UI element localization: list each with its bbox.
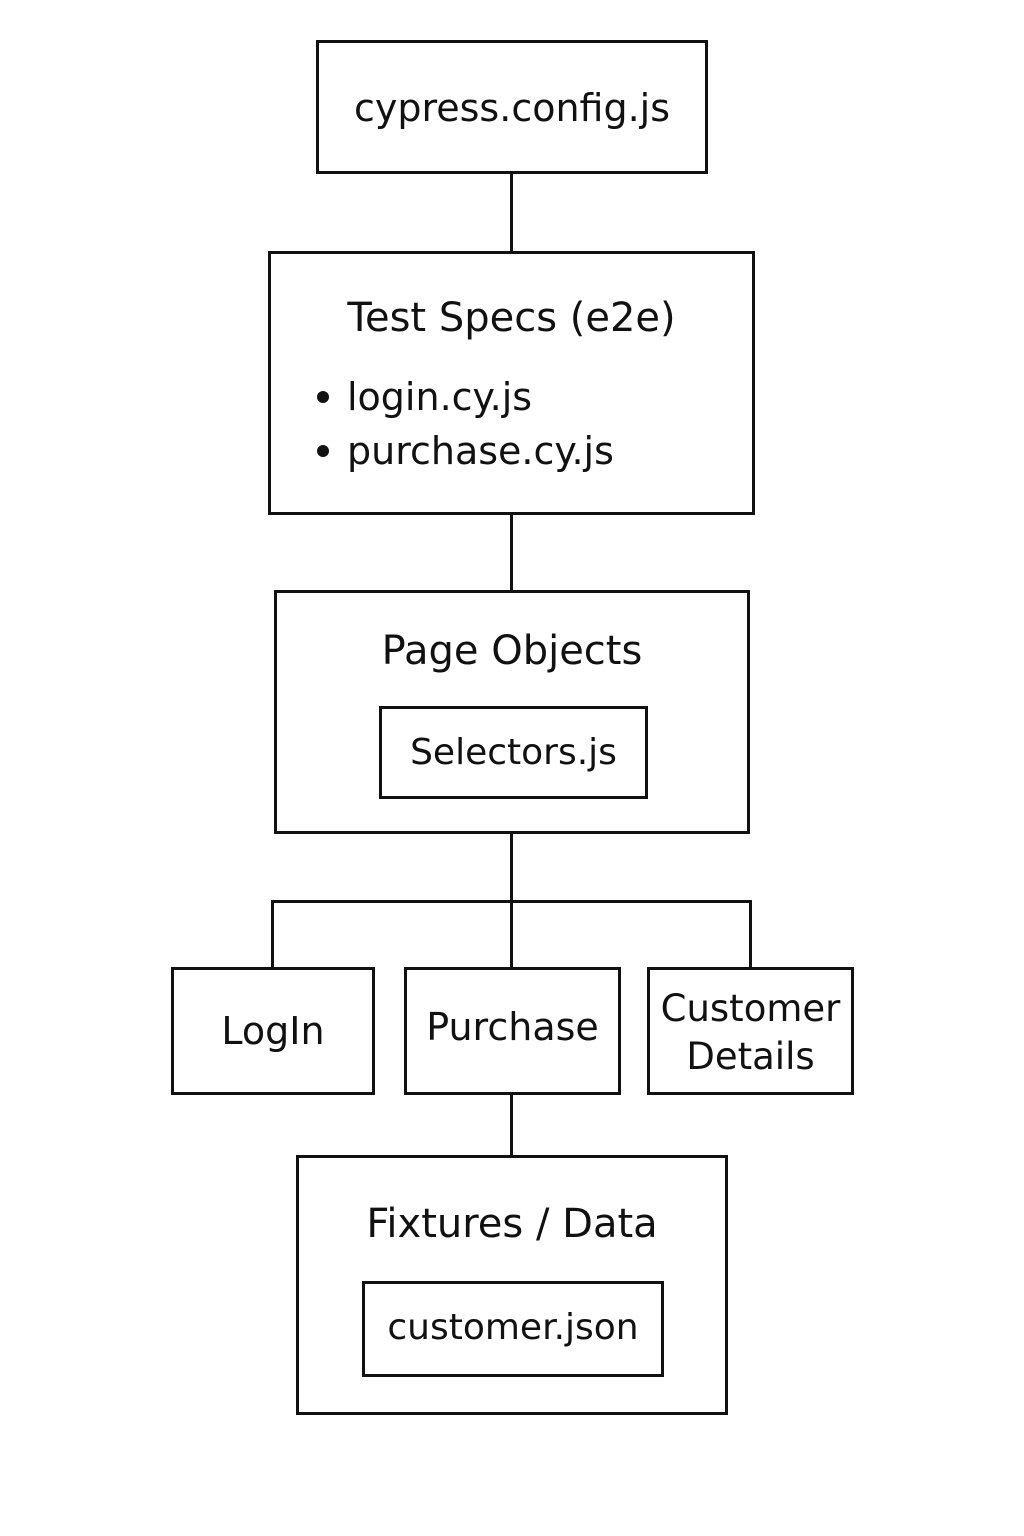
bullet-icon xyxy=(317,390,329,403)
connector-purchase-to-fixtures xyxy=(510,1093,513,1157)
config-box: cypress.config.js xyxy=(316,40,708,174)
fixtures-title: Fixtures / Data xyxy=(366,1201,658,1247)
connector-branch-customer-details xyxy=(749,900,752,969)
connector-page-objects-trunk xyxy=(510,832,513,902)
page-objects-box: Page Objects Selectors.js xyxy=(274,590,750,834)
login-page-label: LogIn xyxy=(221,1009,325,1053)
test-specs-list: login.cy.js purchase.cy.js xyxy=(317,370,614,478)
test-spec-item-label: purchase.cy.js xyxy=(347,429,614,473)
purchase-page-label: Purchase xyxy=(426,1005,599,1049)
bullet-icon xyxy=(317,444,329,457)
test-spec-item-label: login.cy.js xyxy=(347,375,533,419)
purchase-page-box: Purchase xyxy=(404,967,621,1095)
test-specs-title: Test Specs (e2e) xyxy=(347,295,676,341)
test-spec-item: purchase.cy.js xyxy=(317,424,614,478)
selectors-label: Selectors.js xyxy=(410,732,617,773)
connector-branch-purchase xyxy=(510,900,513,969)
customer-details-label-line2: Details xyxy=(686,1035,815,1078)
customer-details-label-line1: Customer xyxy=(660,987,841,1030)
page-objects-title: Page Objects xyxy=(381,628,643,674)
fixtures-box: Fixtures / Data customer.json xyxy=(296,1155,728,1415)
customer-details-box: Customer Details xyxy=(647,967,854,1095)
customer-json-label: customer.json xyxy=(387,1307,639,1348)
test-spec-item: login.cy.js xyxy=(317,370,614,424)
customer-json-box: customer.json xyxy=(362,1281,664,1377)
test-specs-box: Test Specs (e2e) login.cy.js purchase.cy… xyxy=(268,251,755,515)
selectors-box: Selectors.js xyxy=(379,706,648,799)
connector-config-to-specs xyxy=(510,172,513,253)
config-label: cypress.config.js xyxy=(353,86,671,130)
connector-specs-to-page-objects xyxy=(510,513,513,592)
connector-branch-login xyxy=(271,900,274,969)
login-page-box: LogIn xyxy=(171,967,375,1095)
